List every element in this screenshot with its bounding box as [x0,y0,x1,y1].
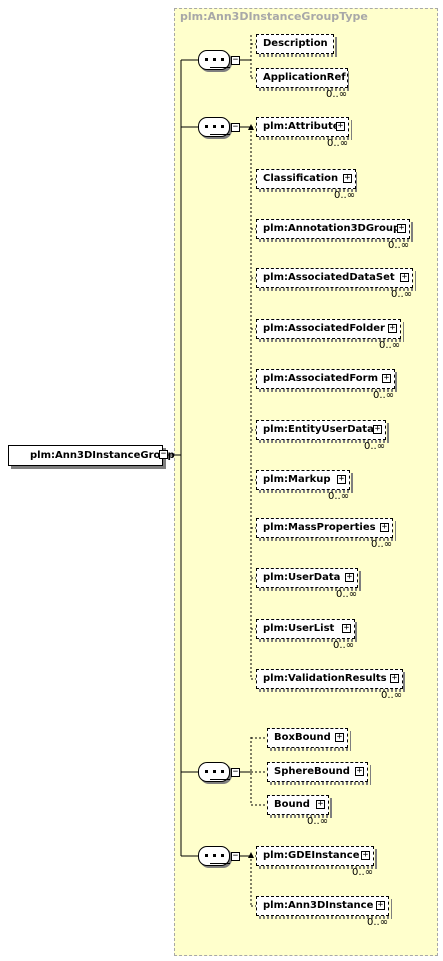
expand-icon[interactable]: + [337,474,346,484]
schema-element-label: plm:Ann3DInstance [263,900,374,911]
expand-icon[interactable]: + [336,121,345,131]
cardinality-label: 0..∞ [352,867,374,878]
cardinality-label: 0..∞ [307,816,329,827]
schema-element-label: plm:EntityUserData [263,424,374,435]
schema-element[interactable]: plm:MassProperties [256,518,393,538]
schema-element-label: Bound [274,799,310,810]
cardinality-label: 0..∞ [327,138,349,149]
expand-icon[interactable]: + [343,173,352,183]
collapse-icon[interactable]: − [231,767,240,777]
expand-icon[interactable]: + [390,673,399,683]
sequence-dots-icon [205,770,230,780]
schema-element-label: ApplicationRef [263,72,346,83]
root-element[interactable]: plm:Ann3DInstanceGroup [8,445,175,466]
cardinality-label: 0..∞ [326,89,348,100]
schema-element-label: plm:GDEInstance [263,850,360,861]
expand-icon[interactable]: + [361,850,370,860]
sequence-dots-icon [205,125,230,135]
sequence-dots-icon [205,58,230,68]
sequence-compositor[interactable] [198,762,230,782]
cardinality-label: 0..∞ [391,289,413,300]
expand-icon[interactable]: + [335,732,344,742]
complex-type-title: plm:Ann3DInstanceGroupType [180,10,368,23]
expand-icon[interactable]: + [400,272,409,282]
sequence-dots-icon [205,854,230,864]
cardinality-label: 0..∞ [381,690,403,701]
collapse-icon[interactable]: − [231,55,240,65]
expand-icon[interactable]: + [316,799,325,809]
schema-element[interactable]: Description [256,34,334,54]
schema-element-label: Classification [263,173,339,184]
expand-icon[interactable]: + [382,373,391,383]
expand-icon[interactable]: + [345,572,354,582]
collapse-icon[interactable]: − [231,851,240,861]
cardinality-label: 0..∞ [388,240,410,251]
schema-element[interactable]: plm:AssociatedFolder [256,319,401,339]
schema-element[interactable]: plm:AssociatedForm [256,369,395,389]
cardinality-label: 0..∞ [373,390,395,401]
expand-icon[interactable]: + [380,522,389,532]
schema-element-label: plm:UserList [263,623,335,634]
schema-element-label: plm:UserData [263,572,341,583]
schema-element[interactable]: plm:EntityUserData [256,420,386,440]
schema-element-label: plm:AssociatedDataSet [263,272,395,283]
cardinality-label: 0..∞ [371,539,393,550]
sequence-compositor[interactable] [198,50,230,70]
expand-icon[interactable]: + [376,900,385,910]
schema-element[interactable]: Bound [267,795,329,815]
expand-icon[interactable]: + [373,424,382,434]
root-element-label: plm:Ann3DInstanceGroup [30,450,175,461]
schema-element-label: plm:AssociatedFolder [263,323,385,334]
collapse-icon[interactable]: − [231,122,240,132]
expand-icon[interactable]: + [388,323,397,333]
schema-element[interactable]: plm:AssociatedDataSet [256,268,413,288]
schema-element-label: plm:Attribute [263,121,340,132]
expand-icon[interactable]: + [342,623,351,633]
schema-element[interactable]: plm:Attribute [256,117,349,137]
sequence-compositor[interactable] [198,846,230,866]
schema-element[interactable]: plm:ValidationResults [256,669,403,689]
cardinality-label: 0..∞ [334,190,356,201]
cardinality-label: 0..∞ [367,917,389,928]
expand-icon[interactable]: + [355,766,364,776]
sequence-compositor[interactable] [198,117,230,137]
schema-element[interactable]: plm:UserList [256,619,355,639]
schema-element-label: SphereBound [274,766,350,777]
schema-element[interactable]: plm:Markup [256,470,350,490]
schema-element[interactable]: plm:Ann3DInstance [256,896,389,916]
schema-element-label: plm:ValidationResults [263,673,387,684]
schema-element[interactable]: plm:UserData [256,568,358,588]
schema-element-label: plm:AssociatedForm [263,373,378,384]
schema-element-label: BoxBound [274,732,331,743]
cardinality-label: 0..∞ [379,340,401,351]
cardinality-label: 0..∞ [364,441,386,452]
schema-element-label: Description [263,38,328,49]
schema-element[interactable]: SphereBound [267,762,368,782]
cardinality-label: 0..∞ [336,589,358,600]
schema-element[interactable]: plm:Annotation3DGroup [256,219,410,239]
cardinality-label: 0..∞ [328,491,350,502]
expand-icon[interactable]: + [397,223,406,233]
schema-element[interactable]: plm:GDEInstance [256,846,374,866]
schema-element-label: plm:MassProperties [263,522,376,533]
schema-element[interactable]: Classification [256,169,356,189]
schema-element[interactable]: ApplicationRef [256,68,348,88]
arrow-icon [248,852,254,858]
schema-element-label: plm:Markup [263,474,331,485]
cardinality-label: 0..∞ [333,640,355,651]
schema-element[interactable]: BoxBound [267,728,348,748]
schema-element-label: plm:Annotation3DGroup [263,223,401,234]
collapse-icon[interactable]: − [159,449,168,459]
